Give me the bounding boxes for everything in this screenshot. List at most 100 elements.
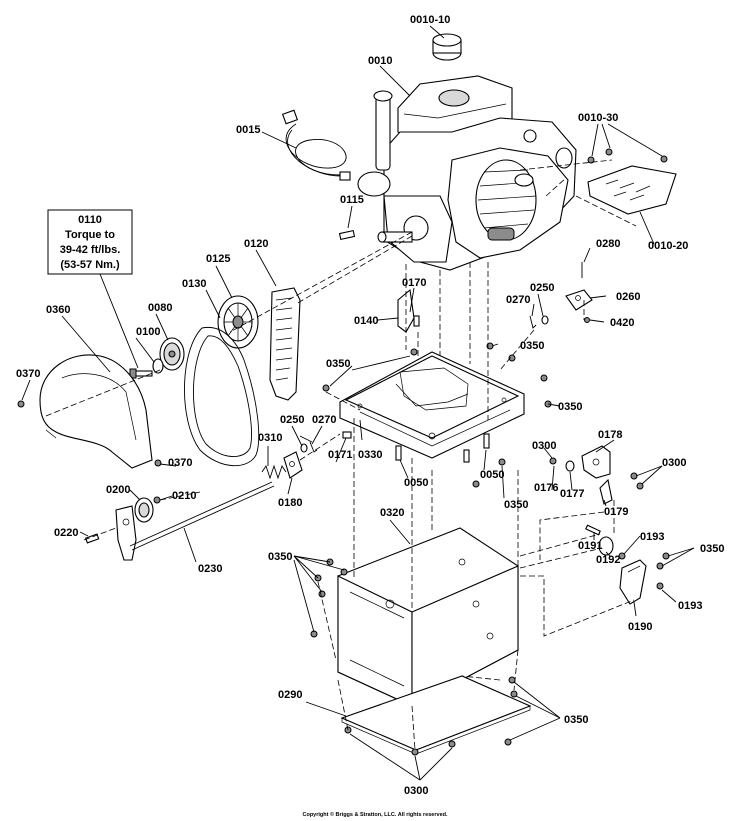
- callout-0350-frame: 0350: [268, 551, 292, 563]
- callout-0010-10: 0010-10: [410, 14, 450, 26]
- bracket-0180: [283, 451, 303, 479]
- torque-note: 0110 Torque to 39-42 ft/lbs. (53-57 Nm.): [47, 209, 139, 369]
- callout-0170: 0170: [402, 277, 426, 289]
- callout-0193-bottom: 0193: [678, 600, 702, 612]
- extension-cord: [281, 109, 351, 181]
- callout-0125: 0125: [206, 253, 230, 265]
- callout-0177: 0177: [560, 488, 584, 500]
- idler-arm: [115, 505, 137, 561]
- screws-0010-30: [587, 148, 668, 164]
- callout-0178: 0178: [598, 429, 622, 441]
- bolt-0220: [84, 533, 100, 544]
- nut-0176: [549, 457, 557, 465]
- cover-0190: [619, 559, 647, 605]
- screws-0350-plate: [322, 342, 552, 488]
- callout-0130: 0130: [182, 278, 206, 290]
- engine-assembly: [357, 33, 577, 271]
- screws-0350-right: [656, 552, 670, 570]
- screws-0350-bottom: [504, 676, 518, 746]
- callout-0230: 0230: [198, 563, 222, 575]
- washer-0177: [565, 460, 575, 472]
- callout-0350-lower-plate: 0350: [504, 499, 528, 511]
- callout-0250-upper: 0250: [530, 282, 554, 294]
- leader-lines: [21, 25, 695, 781]
- screw-0370-top: [17, 400, 25, 408]
- callout-0260: 0260: [616, 291, 640, 303]
- callout-0350-right: 0350: [700, 543, 724, 555]
- callout-0010-30: 0010-30: [578, 112, 618, 124]
- callout-0420: 0420: [610, 317, 634, 329]
- callout-0210: 0210: [172, 490, 196, 502]
- bracket-0179: [599, 478, 613, 505]
- callout-0370-bottom: 0370: [168, 457, 192, 469]
- screws-0300-right: [630, 472, 644, 490]
- copyright-text: Copyright © Briggs & Stratton, LLC. All …: [302, 811, 448, 818]
- callout-0193-top: 0193: [640, 531, 664, 543]
- callout-0310: 0310: [258, 432, 282, 444]
- callout-0010: 0010: [368, 55, 392, 67]
- callout-0120: 0120: [244, 238, 268, 250]
- callout-0015: 0015: [236, 124, 260, 136]
- callout-0270-upper: 0270: [506, 294, 530, 306]
- belt-0130: [184, 326, 260, 467]
- bottom-plate-0290: [340, 675, 532, 755]
- bracket-0178: [581, 445, 611, 479]
- callout-labels: 0010-10 0010 0015 0010-30 0115 0010-20 0…: [16, 14, 724, 797]
- belt-0120: [269, 287, 301, 401]
- key-0115: [338, 229, 356, 241]
- callout-0080: 0080: [148, 302, 172, 314]
- torque-note-ref: 0110: [78, 214, 102, 226]
- callout-0190: 0190: [628, 621, 652, 633]
- nut-0210: [153, 496, 161, 504]
- callout-0050-left: 0050: [404, 477, 428, 489]
- callout-0250-lower: 0250: [280, 414, 304, 426]
- lever-0260: [565, 289, 593, 311]
- spring-0310: [261, 464, 287, 480]
- callout-0200: 0200: [106, 484, 130, 496]
- belt-cover-0360: [39, 354, 153, 469]
- heat-shield: [587, 165, 677, 215]
- callout-0050-right: 0050: [480, 469, 504, 481]
- callout-0140: 0140: [354, 315, 378, 327]
- callout-0220: 0220: [54, 527, 78, 539]
- callout-0370-top: 0370: [16, 368, 40, 380]
- callout-0100: 0100: [136, 326, 160, 338]
- torque-note-line2: 39-42 ft/lbs.: [60, 244, 121, 256]
- washer-0250-lower: [300, 443, 308, 453]
- clip-0420: [584, 317, 590, 323]
- callout-0176: 0176: [534, 482, 558, 494]
- frame-0320: [337, 527, 519, 707]
- callout-0350-plate-right: 0350: [520, 340, 544, 352]
- pulley-0080: [159, 337, 185, 371]
- callout-0320: 0320: [380, 507, 404, 519]
- nut-0193-bottom: [656, 582, 664, 590]
- assembly-lines: [45, 159, 637, 751]
- bolt-0050-a: [395, 445, 402, 461]
- bolt-0171: [342, 431, 352, 439]
- callout-0350-bottom: 0350: [564, 714, 588, 726]
- callout-0350-plate-mid: 0350: [558, 401, 582, 413]
- bolt-0170: [413, 315, 420, 327]
- callout-0192: 0192: [596, 554, 620, 566]
- base-plate-0330: [339, 351, 525, 459]
- callout-0300-bottom: 0300: [404, 785, 428, 797]
- torque-note-line3: (53-57 Nm.): [60, 259, 120, 271]
- callout-0115: 0115: [340, 194, 364, 206]
- idler-pulley-0200: [134, 497, 154, 523]
- callout-0179: 0179: [604, 506, 628, 518]
- bolt-0110: [129, 368, 153, 379]
- gear-0192: [598, 536, 614, 556]
- callout-0270-lower: 0270: [312, 414, 336, 426]
- bolt-0191: [585, 524, 601, 536]
- callout-0300-right: 0300: [662, 457, 686, 469]
- screws-0300-bottom: [344, 726, 456, 756]
- pin-0270-upper: [529, 315, 537, 329]
- callout-0171: 0171: [328, 449, 352, 461]
- callout-0360: 0360: [46, 304, 70, 316]
- nut-0193-top: [618, 552, 626, 560]
- callout-0290: 0290: [278, 689, 302, 701]
- pin-0270-lower: [309, 441, 318, 453]
- callout-0300-mid: 0300: [532, 440, 556, 452]
- washer-0250-upper: [541, 315, 549, 325]
